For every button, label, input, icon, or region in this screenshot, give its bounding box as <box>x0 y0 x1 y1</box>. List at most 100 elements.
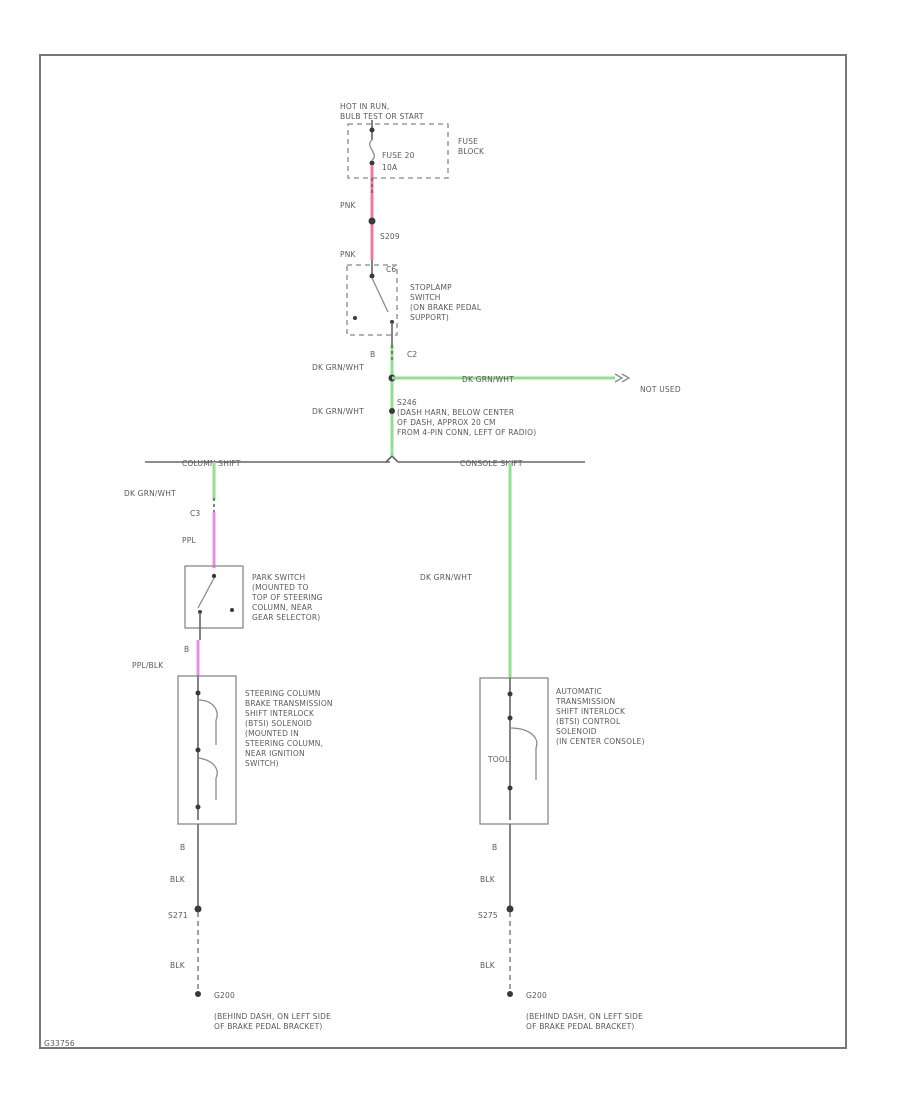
splice-s246-node <box>389 408 395 414</box>
console-solenoid-node-2 <box>507 715 513 721</box>
park-switch-label-4: COLUMN, NEAR <box>252 603 312 612</box>
not-used-terminal-icon-2 <box>621 373 631 383</box>
console-solenoid-node-3 <box>507 785 513 791</box>
column-shift-label: COLUMN SHIFT <box>182 459 241 468</box>
column-solenoid-label-1: STEERING COLUMN <box>245 689 321 698</box>
column-solenoid-coil-icon <box>197 699 218 800</box>
fuse-element-icon <box>369 139 375 161</box>
diagram-border <box>39 54 847 1049</box>
stoplamp-label-4: SUPPORT) <box>410 313 449 322</box>
ppl-blk-label: PPL/BLK <box>132 661 164 670</box>
s246-label-4: FROM 4-PIN CONN, LEFT OF RADIO) <box>397 428 536 437</box>
fuse-rating: 10A <box>382 163 398 172</box>
not-used-label: NOT USED <box>640 385 681 394</box>
console-shift-label: CONSOLE SHIFT <box>460 459 523 468</box>
fuse-hot-label-2: BULB TEST OR START <box>340 112 424 121</box>
s246-label-2: (DASH HARN, BELOW CENTER <box>397 408 514 417</box>
console-solenoid-inner-label: TOOL <box>487 755 510 764</box>
column-solenoid-label-8: SWITCH) <box>245 759 279 768</box>
console-solenoid-outline <box>479 677 549 825</box>
splice-s275-node <box>506 905 514 913</box>
s271-label: S271 <box>168 911 188 920</box>
branch-split-icon <box>385 455 399 463</box>
splice-s209-node <box>368 217 376 225</box>
ground-left-label-1: G200 <box>214 991 235 1000</box>
column-solenoid-outline <box>177 675 237 825</box>
fuse-bottom-node <box>369 160 375 166</box>
console-solenoid-coil-icon <box>509 727 538 780</box>
not-used-terminal-icon <box>614 373 624 383</box>
ground-right-label-3: OF BRAKE PEDAL BRACKET) <box>526 1022 634 1031</box>
column-solenoid-node-2 <box>195 747 201 753</box>
park-switch-contact-2 <box>230 608 234 612</box>
column-solenoid-node-1 <box>195 690 201 696</box>
console-solenoid-label-2: TRANSMISSION <box>555 697 615 706</box>
column-solenoid-label-5: (MOUNTED IN <box>245 729 299 738</box>
console-solenoid-label-3: SHIFT INTERLOCK <box>556 707 626 716</box>
s246-label-3: OF DASH, APPROX 20 CM <box>397 418 496 427</box>
column-solenoid-label-7: NEAR IGNITION <box>245 749 305 758</box>
ground-left-label-3: OF BRAKE PEDAL BRACKET) <box>214 1022 322 1031</box>
dk-grn-wht-label-3: DK GRN/WHT <box>312 407 364 416</box>
park-switch-pin-b: B <box>184 645 189 654</box>
column-solenoid-node-3 <box>195 804 201 810</box>
ground-g200-right-node <box>507 991 513 997</box>
ground-right-label-1: G200 <box>526 991 547 1000</box>
stoplamp-label-1: STOPLAMP <box>410 283 452 292</box>
ground-right-label-2: (BEHIND DASH, ON LEFT SIDE <box>526 1012 643 1021</box>
console-solenoid-label-6: (IN CENTER CONSOLE) <box>556 737 645 746</box>
console-solenoid-label-4: (BTSI) CONTROL <box>556 717 621 726</box>
fuse-top-node <box>369 127 375 133</box>
blk-label-4: BLK <box>480 961 496 970</box>
column-solenoid-label-6: STEERING COLUMN, <box>245 739 323 748</box>
fuse-name: FUSE 20 <box>382 151 415 160</box>
stoplamp-label-2: SWITCH <box>410 293 441 302</box>
console-solenoid-label-5: SOLENOID <box>556 727 597 736</box>
dk-grn-wht-label-2: DK GRN/WHT <box>462 375 514 384</box>
column-solenoid-label-2: BRAKE TRANSMISSION <box>245 699 333 708</box>
ground-g200-left-node <box>195 991 201 997</box>
park-switch-label-1: PARK SWITCH <box>252 573 305 582</box>
dk-grn-wht-label-5: DK GRN/WHT <box>420 573 472 582</box>
dk-grn-wht-label-1: DK GRN/WHT <box>312 363 364 372</box>
blk-label-2: BLK <box>170 961 186 970</box>
blk-label-3: BLK <box>480 875 496 884</box>
ground-left-label-2: (BEHIND DASH, ON LEFT SIDE <box>214 1012 331 1021</box>
park-switch-label-2: (MOUNTED TO <box>252 583 309 592</box>
stoplamp-pin-b: B <box>370 350 375 359</box>
column-solenoid-label-4: (BTSI) SOLENOID <box>245 719 312 728</box>
s275-label: S275 <box>478 911 498 920</box>
pnk-label-2: PNK <box>340 250 357 259</box>
splice-s209-label: S209 <box>380 232 400 241</box>
console-solenoid-node-1 <box>507 691 513 697</box>
dk-grn-wht-label-4: DK GRN/WHT <box>124 489 176 498</box>
console-solenoid-label-1: AUTOMATIC <box>556 687 602 696</box>
c3-label: C3 <box>190 509 200 518</box>
column-solenoid-label-3: SHIFT INTERLOCK <box>245 709 315 718</box>
park-switch-outline <box>184 565 244 629</box>
figure-id: G33756 <box>44 1039 75 1048</box>
park-switch-arm-icon <box>197 577 215 609</box>
stoplamp-label-3: (ON BRAKE PEDAL <box>410 303 482 312</box>
splice-s271-node <box>194 905 202 913</box>
s246-label-1: S246 <box>397 398 417 407</box>
console-solenoid-pin-b: B <box>492 843 497 852</box>
park-switch-top-node <box>211 573 217 579</box>
stoplamp-contact-1 <box>353 316 357 320</box>
fuse-block-label-1: FUSE <box>458 137 478 146</box>
fuse-block-outline <box>347 123 449 179</box>
blk-label-1: BLK <box>170 875 186 884</box>
stoplamp-top-node <box>369 273 375 279</box>
stoplamp-switch-outline <box>346 264 398 336</box>
fuse-block-label-2: BLOCK <box>458 147 485 156</box>
ppl-label: PPL <box>182 536 196 545</box>
stoplamp-c6-label: C6 <box>386 265 396 274</box>
c2-label: C2 <box>407 350 417 359</box>
fuse-hot-label-1: HOT IN RUN, <box>340 102 390 111</box>
park-switch-label-3: TOP OF STEERING <box>251 593 323 602</box>
column-solenoid-pin-b: B <box>180 843 185 852</box>
pnk-label-1: PNK <box>340 201 357 210</box>
park-switch-label-5: GEAR SELECTOR) <box>252 613 320 622</box>
stoplamp-switch-arm-icon <box>371 277 389 313</box>
